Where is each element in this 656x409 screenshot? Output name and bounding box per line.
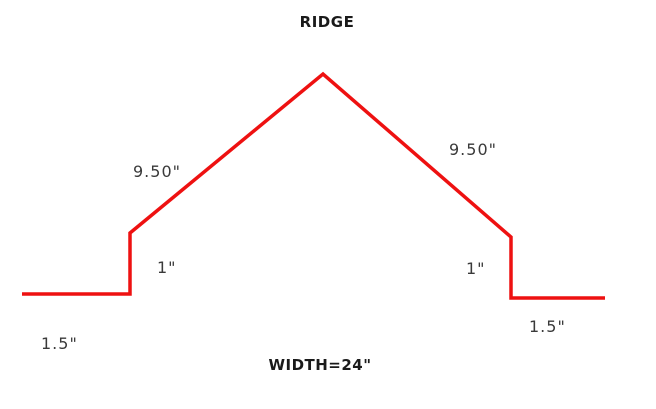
- width-label: WIDTH=24": [268, 356, 371, 374]
- left-slope-label: 9.50": [133, 162, 181, 181]
- left-flange-label: 1.5": [41, 334, 78, 353]
- right-flange-label: 1.5": [529, 317, 566, 336]
- left-riser-label: 1": [157, 258, 177, 277]
- ridge-profile-line: [22, 71, 605, 300]
- diagram-title: RIDGE: [300, 13, 355, 31]
- right-slope-label: 9.50": [449, 140, 497, 159]
- right-riser-label: 1": [466, 259, 486, 278]
